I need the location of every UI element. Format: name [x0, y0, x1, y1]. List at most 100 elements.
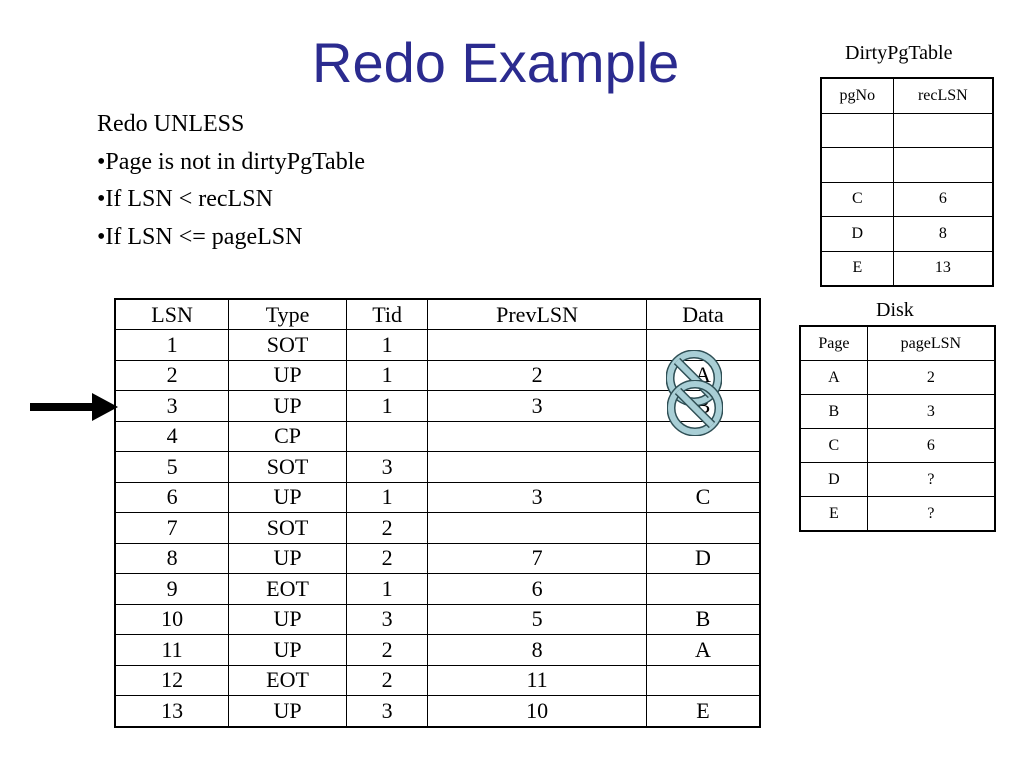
- disk-cell: D: [799, 462, 868, 497]
- log-cell: 11: [427, 664, 647, 696]
- log-cell: 3: [114, 390, 230, 422]
- log-cell: [645, 664, 761, 696]
- column-header: LSN: [114, 298, 230, 330]
- log-cell: CP: [228, 420, 347, 452]
- log-cell: UP: [228, 390, 347, 422]
- table-row: [820, 147, 994, 183]
- log-cell: [645, 451, 761, 483]
- log-cell: 7: [427, 542, 647, 574]
- table-row: [820, 112, 994, 148]
- dirty-cell: [892, 147, 994, 183]
- slide-title: Redo Example: [312, 31, 680, 94]
- log-cell: 8: [427, 634, 647, 666]
- log-cell: C: [645, 481, 761, 513]
- log-cell: E: [645, 695, 761, 727]
- disk-cell: E: [799, 496, 868, 532]
- dirty-cell: 13: [892, 250, 994, 287]
- column-header: Page: [799, 325, 868, 361]
- dirty-cell: 6: [892, 181, 994, 217]
- dirty-cell: [892, 112, 994, 148]
- dirty-cell: D: [820, 216, 894, 252]
- column-header: PrevLSN: [427, 298, 647, 330]
- log-cell: 6: [114, 481, 230, 513]
- log-cell: 11: [114, 634, 230, 666]
- log-cell: EOT: [228, 664, 347, 696]
- log-cell: 1: [345, 481, 429, 513]
- log-cell: 3: [345, 603, 429, 635]
- rule-item: •If LSN <= pageLSN: [97, 223, 303, 250]
- log-cell: 2: [114, 359, 230, 391]
- disk-cell: B: [799, 394, 868, 429]
- log-cell: A: [645, 634, 761, 666]
- log-cell: 1: [345, 359, 429, 391]
- disk-cell: 6: [866, 428, 996, 463]
- table-row: D?: [799, 462, 996, 497]
- right-arrow-icon: [30, 393, 118, 421]
- disk-cell: C: [799, 428, 868, 463]
- dirty-cell: E: [820, 250, 894, 287]
- log-cell: 13: [114, 695, 230, 727]
- log-cell: EOT: [228, 573, 347, 605]
- log-cell: UP: [228, 634, 347, 666]
- log-cell: [345, 420, 429, 452]
- dirty-cell: 8: [892, 216, 994, 252]
- disk-cell: 3: [866, 394, 996, 429]
- log-cell: 2: [345, 634, 429, 666]
- redo-rules: Redo UNLESS •Page is not in dirtyPgTable…: [97, 106, 365, 256]
- log-cell: 8: [114, 542, 230, 574]
- log-cell: UP: [228, 695, 347, 727]
- log-cell: 1: [114, 329, 230, 361]
- rule-heading: Redo UNLESS: [97, 111, 245, 137]
- column-header: recLSN: [892, 77, 994, 114]
- log-cell: 2: [427, 359, 647, 391]
- log-cell: UP: [228, 603, 347, 635]
- log-cell: 4: [114, 420, 230, 452]
- disk-cell: 2: [866, 360, 996, 395]
- log-cell: 3: [345, 451, 429, 483]
- log-cell: 1: [345, 390, 429, 422]
- disk-cell: ?: [866, 496, 996, 532]
- log-cell: 3: [427, 481, 647, 513]
- log-cell: SOT: [228, 512, 347, 544]
- log-cell: UP: [228, 481, 347, 513]
- dirty-table-caption: DirtyPgTable: [845, 42, 953, 64]
- log-cell: [427, 512, 647, 544]
- log-cell: [427, 329, 647, 361]
- column-header: pageLSN: [866, 325, 996, 361]
- log-cell: 2: [345, 664, 429, 696]
- dirty-cell: [820, 112, 894, 148]
- rule-item: •If LSN < recLSN: [97, 186, 273, 212]
- dirty-cell: [820, 147, 894, 183]
- log-cell: 5: [114, 451, 230, 483]
- log-cell: 10: [114, 603, 230, 635]
- dirty-cell: C: [820, 181, 894, 217]
- column-header: pgNo: [820, 77, 894, 114]
- log-cell: 12: [114, 664, 230, 696]
- disk-table-caption: Disk: [876, 299, 914, 321]
- table-row: E?: [799, 496, 996, 532]
- rule-item: •Page is not in dirtyPgTable: [97, 148, 366, 175]
- log-cell: 9: [114, 573, 230, 605]
- log-cell: 6: [427, 573, 647, 605]
- log-cell: [645, 573, 761, 605]
